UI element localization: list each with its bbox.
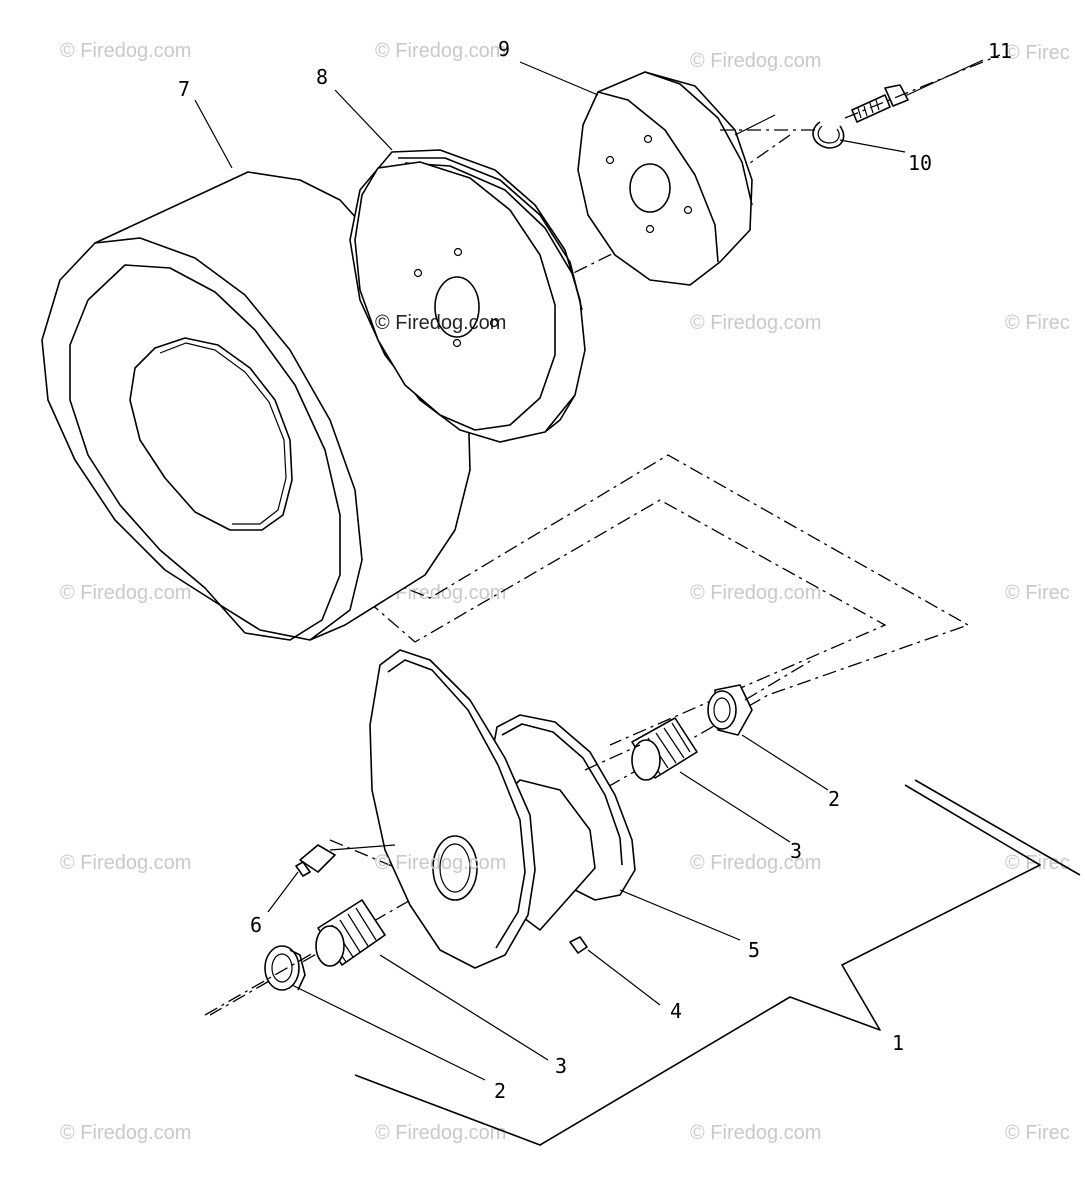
axle-centerline xyxy=(584,744,641,771)
bearing-right xyxy=(631,717,698,781)
watermark: © Firedog.com xyxy=(60,1122,192,1144)
bearing-left xyxy=(315,899,386,967)
nipple xyxy=(569,936,588,954)
callout-7: 7 xyxy=(178,77,190,101)
callout-4: 4 xyxy=(670,999,682,1023)
watermark: © Firedog.com xyxy=(60,582,192,604)
watermark: © Firedog.com xyxy=(375,40,507,62)
spacer-right xyxy=(707,684,753,736)
callout-2: 2 xyxy=(494,1079,506,1103)
watermark: © Firedog.com xyxy=(375,312,507,334)
wheel-hub xyxy=(369,649,636,969)
axle-centerline xyxy=(720,54,1001,131)
watermark: © Firedog.com xyxy=(375,1122,507,1144)
callout-1: 1 xyxy=(892,1031,904,1055)
callout-11: 11 xyxy=(988,39,1012,63)
callout-8: 8 xyxy=(316,65,328,89)
watermark: © Firedog.com xyxy=(375,852,507,874)
watermark: © Firec xyxy=(1005,312,1070,334)
callout-9: 9 xyxy=(498,37,510,61)
watermark: © Firedog.com xyxy=(690,582,822,604)
leader-lines xyxy=(194,59,984,1081)
callout-10: 10 xyxy=(908,151,932,175)
bolt xyxy=(851,84,909,123)
spacer-left xyxy=(264,945,306,991)
callout-2: 2 xyxy=(828,787,840,811)
watermark: © Firedog.com xyxy=(690,50,822,72)
watermark: © Firec xyxy=(1005,582,1070,604)
circlip xyxy=(812,121,845,149)
watermark: © Firec xyxy=(1005,42,1070,64)
rim xyxy=(349,149,586,443)
callout-3: 3 xyxy=(790,839,802,863)
axle-centerline xyxy=(744,659,813,701)
callout-3: 3 xyxy=(555,1054,567,1078)
watermark: © Firedog.com xyxy=(375,582,507,604)
watermark: © Firedog.com xyxy=(690,852,822,874)
group-bracket xyxy=(354,779,1081,1146)
watermark: © Firedog.com xyxy=(60,852,192,874)
watermark: © Firec xyxy=(1005,1122,1070,1144)
watermark: © Firedog.com xyxy=(690,312,822,334)
callout-5: 5 xyxy=(748,938,760,962)
valve xyxy=(295,844,396,877)
callout-6: 6 xyxy=(250,913,262,937)
axle-centerline xyxy=(204,951,316,1016)
watermark: © Firedog.com xyxy=(60,40,192,62)
brake-disc xyxy=(577,71,776,286)
watermark: © Firedog.com xyxy=(690,1122,822,1144)
